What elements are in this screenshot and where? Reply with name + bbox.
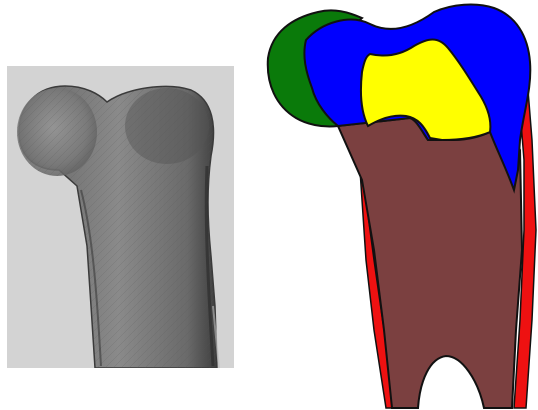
- segmentation-image: [262, 0, 538, 410]
- segmentation-svg: [262, 0, 538, 410]
- xray-image: [7, 66, 234, 368]
- xray-trochanter: [125, 88, 209, 164]
- xray-svg: [7, 66, 234, 368]
